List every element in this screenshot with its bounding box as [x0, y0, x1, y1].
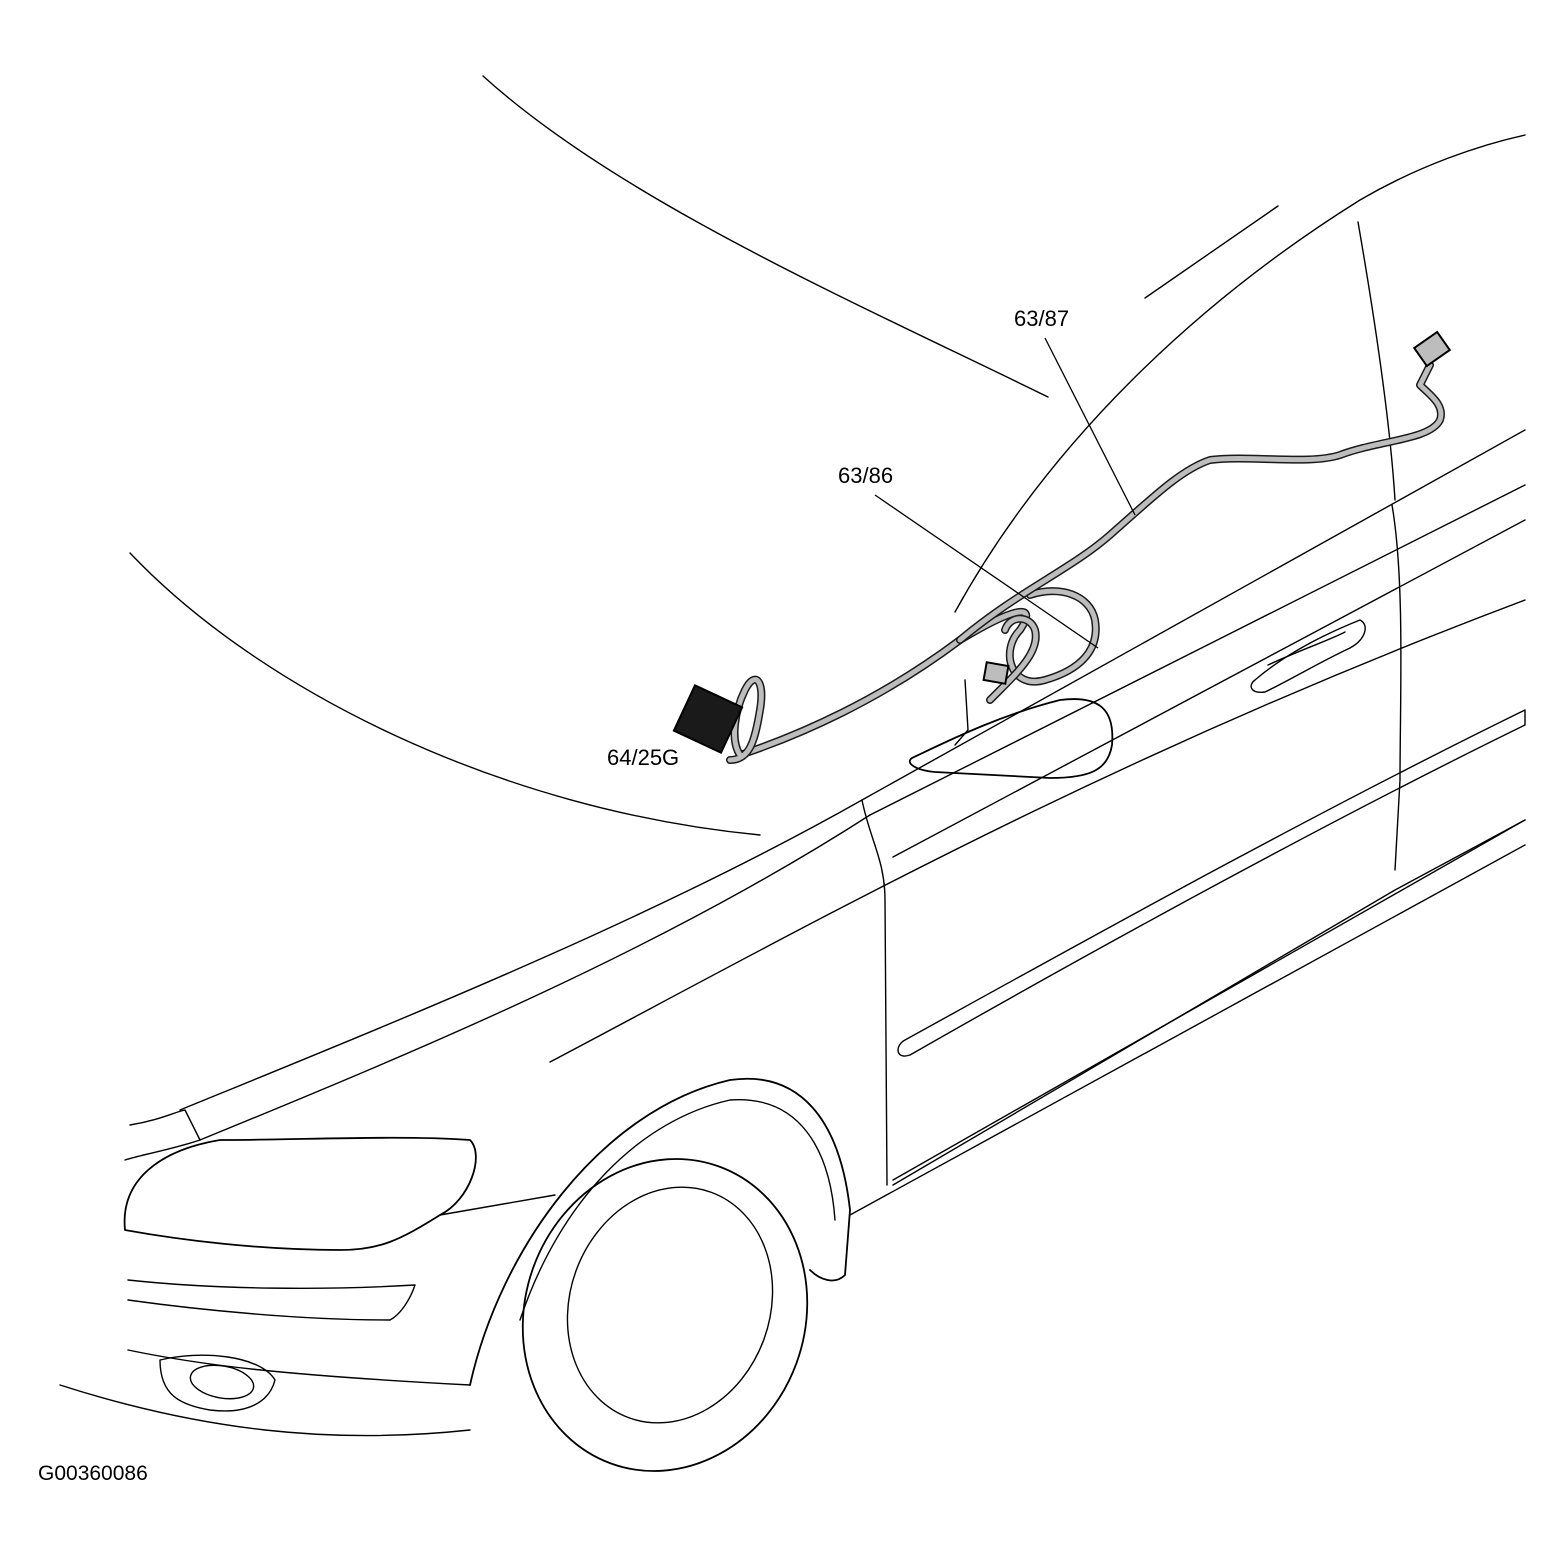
- headlamp: [123, 1136, 477, 1251]
- bumper-bottom: [59, 1384, 471, 1437]
- front-rim: [566, 1186, 774, 1424]
- connector-64-25g: [672, 684, 744, 754]
- bumper-line-b: [127, 1349, 471, 1386]
- rocker-line-lower: [849, 844, 1526, 1216]
- mirror-mount: [954, 679, 969, 746]
- hood-rear-edge: [482, 75, 1049, 398]
- front-hood-lip: [124, 1109, 201, 1161]
- door-handle-recess: [1267, 631, 1346, 666]
- fender-top-line-2: [199, 814, 871, 1141]
- door-handle: [1250, 619, 1366, 693]
- figure-id: G00360086: [38, 1462, 148, 1485]
- fender-top-line: [179, 799, 863, 1111]
- bumper-grille-line-a: [127, 1279, 416, 1321]
- side-mirror: [908, 698, 1114, 779]
- fog-lamp: [189, 1364, 255, 1400]
- door-lower-crease: [549, 599, 1526, 1063]
- door-crease: [892, 519, 1526, 858]
- leader-63-87: [1044, 337, 1136, 516]
- harness-63-86: [736, 587, 1100, 759]
- headlamp-lower: [439, 1194, 556, 1216]
- roof-inner-line-b: [1357, 221, 1396, 501]
- belt-line: [861, 429, 1526, 801]
- roof-inner-line-a: [1144, 205, 1279, 299]
- front-door-front-edge: [861, 799, 888, 1186]
- belt-line-inner: [869, 484, 1526, 816]
- wheel-arch-inner: [519, 1099, 836, 1321]
- fog-lamp-bezel: [159, 1354, 276, 1412]
- front-door-rear-edge: [1391, 504, 1402, 871]
- harness-63-87: [956, 361, 1445, 644]
- label-63-86: 63/86: [838, 463, 894, 488]
- door-bottom: [892, 819, 1526, 1186]
- label-63-87: 63/87: [1014, 306, 1070, 331]
- mirror-connector: [982, 661, 1010, 685]
- leader-63-86: [874, 494, 1099, 649]
- label-64-25g: 64/25G: [607, 745, 680, 770]
- front-tire: [521, 1158, 809, 1472]
- roof-line: [954, 134, 1526, 613]
- side-molding: [897, 709, 1526, 1057]
- hood-front-edge: [129, 552, 761, 836]
- harness-end-connector: [1412, 330, 1452, 368]
- wheel-arch: [469, 1077, 851, 1386]
